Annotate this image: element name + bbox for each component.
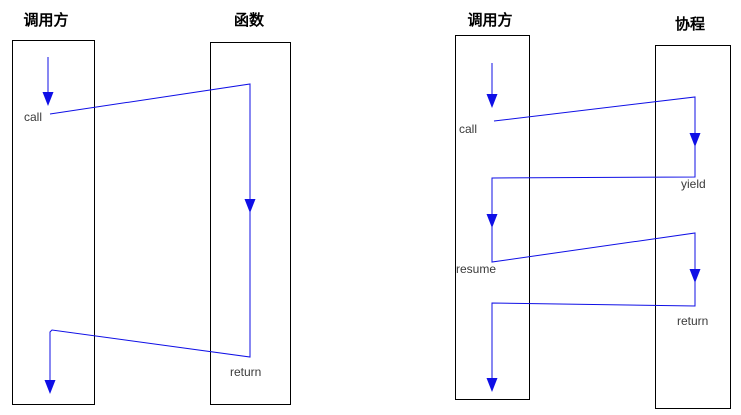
left-return-label: return [230,365,261,379]
left-caller-lifeline-box [12,40,95,405]
right-caller-title: 调用方 [467,11,512,29]
right-callee-title: 协程 [675,15,705,33]
right-return-label: return [677,314,708,328]
right-yield-arrowhead [689,133,701,147]
right-resume-arrowhead [486,214,498,228]
right-call-yield-resume-return-flow-line [491,96,696,378]
left-caller-title: 调用方 [23,11,68,29]
right-initial-arrowhead [486,94,498,108]
right-diagram: 调用方 协程 call yield resume return [455,11,731,409]
right-yield-label: yield [681,177,706,191]
right-return-arrowhead [689,269,701,283]
left-call-return-flow-line [49,83,251,381]
left-callee-arrowhead [244,199,256,213]
right-call-label: call [459,122,477,136]
right-callee-lifeline-box [655,45,731,409]
left-callee-title: 函数 [234,11,265,29]
right-resume-label: resume [456,262,496,276]
right-final-arrowhead [486,378,498,392]
left-diagram: 调用方 函数 call return [12,11,291,405]
left-call-label: call [24,110,42,124]
left-initial-arrowhead [42,92,54,106]
left-final-arrowhead [44,380,56,394]
